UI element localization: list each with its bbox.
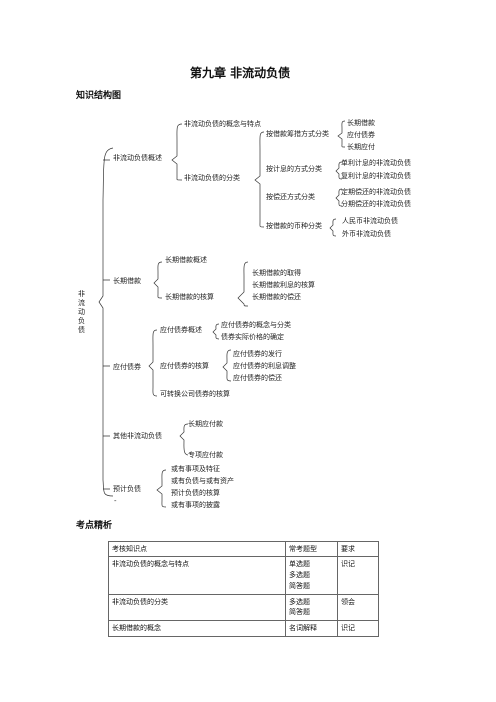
brace-loan-accounting [237, 261, 249, 307]
connector [103, 159, 110, 490]
loan-accounting: 长期借款的核算 [165, 292, 214, 301]
brace-classify [254, 131, 265, 228]
section-heading-structure: 知识结构图 [76, 91, 122, 101]
loan-item: 长期借款利息的核算 [252, 280, 315, 289]
table-cell-types: 单选题 多选题 简答题 [285, 556, 338, 595]
bond-summary-item: 应付债券的概念与分类 [221, 320, 291, 329]
brace-loan [153, 261, 163, 299]
table-header: 常考题型 [285, 541, 338, 557]
brace-by-repay [335, 188, 343, 207]
l1-other-noncurrent: 其他非流动负债 [113, 431, 162, 440]
bond-summary-item: 债券实际价格的确定 [221, 332, 284, 341]
brace-by-currency [329, 218, 337, 237]
tree-root: 非流动负债 [78, 289, 85, 334]
table-row: 长期借款的概念 名词解释 识记 [108, 620, 379, 638]
table-cell-req: 识记 [337, 556, 379, 595]
overview-concept: 非流动负债的概念与特点 [184, 119, 261, 128]
chapter-title: 第九章 非流动负债 [190, 66, 291, 80]
table-header: 要求 [337, 541, 379, 557]
brace-bond-summary [212, 323, 220, 340]
l1-provision: 预计负债 [113, 484, 141, 493]
table-cell-point: 长期借款的概念 [108, 620, 286, 638]
by-repay-item: 定期偿还的非流动负债 [341, 187, 411, 196]
table-row: 非流动负债的分类 多选题 简答题 领会 [108, 593, 379, 622]
bond-accounting-item: 应付债券的发行 [233, 349, 282, 358]
table-cell-types: 名词解释 [285, 620, 338, 638]
by-source-item: 长期应付 [347, 142, 375, 151]
by-currency-item: 人民币非流动负债 [342, 216, 398, 225]
stray-mark: - [114, 497, 117, 505]
brace-by-source [337, 120, 346, 148]
by-interest-item: 复利计息的非流动负债 [341, 171, 411, 180]
by-repay-item: 分期偿还的非流动负债 [341, 199, 411, 208]
table-header: 考核知识点 [108, 541, 286, 557]
brace-bond [148, 329, 158, 397]
by-repay: 按偿还方式分类 [266, 192, 315, 201]
overview-classify: 非流动负债的分类 [184, 173, 240, 182]
l1-overview: 非流动负债概述 [113, 153, 162, 162]
loan-item: 长期借款的偿还 [252, 292, 301, 301]
bond-summary: 应付债券概述 [160, 325, 202, 334]
by-interest: 按计息的方式分类 [266, 164, 322, 173]
brace-by-interest [335, 161, 343, 180]
provision-item: 预计负债的核算 [171, 488, 220, 497]
table-cell-req: 识记 [337, 620, 379, 638]
brace-overview [171, 123, 183, 181]
table-cell-types: 多选题 简答题 [285, 593, 338, 622]
bond-accounting: 应付债券的核算 [160, 361, 209, 370]
by-currency: 按借款的币种分类 [266, 221, 322, 230]
by-source: 按借款筹措方式分类 [266, 129, 329, 138]
loan-item: 长期借款的取得 [252, 268, 301, 277]
by-source-item: 应付债券 [347, 130, 375, 139]
table-cell-req: 领会 [337, 593, 379, 622]
bond-accounting-item: 应付债券的利息调整 [233, 361, 296, 370]
brace-bond-accounting [222, 349, 232, 382]
brace-root [98, 147, 114, 497]
table-row: 非流动负债的概念与特点 单选题 多选题 简答题 识记 [108, 556, 379, 595]
table-cell-point: 非流动负债的分类 [108, 593, 286, 622]
knowledge-structure-tree: 非流动负债 非流动负债概述 长期借款 应付债券 其他非流动负债 预计负债 - 非… [78, 118, 411, 509]
l1-long-term-loan: 长期借款 [113, 276, 141, 285]
brace-provision [156, 469, 167, 508]
table-cell-point: 非流动负债的概念与特点 [108, 556, 286, 595]
section-heading-points: 考点精析 [76, 521, 113, 531]
by-source-item: 长期借款 [347, 118, 375, 127]
brace-other [179, 423, 189, 456]
provision-item: 或有负债与或有资产 [171, 476, 234, 485]
bond-convertible: 可转换公司债券的核算 [160, 389, 230, 398]
provision-item: 或有事项的披露 [171, 500, 220, 509]
by-currency-item: 外币非流动负债 [342, 229, 391, 238]
l1-bonds-payable: 应付债券 [113, 362, 141, 371]
exam-points-table: 考核知识点 常考题型 要求 非流动负债的概念与特点 单选题 多选题 简答题 识记… [108, 541, 379, 638]
table-header-row: 考核知识点 常考题型 要求 [108, 541, 379, 557]
bond-accounting-item: 应付债券的偿还 [233, 373, 282, 382]
other-item: 长期应付款 [188, 419, 223, 428]
loan-summary: 长期借款概述 [165, 255, 207, 264]
provision-item: 或有事项及特征 [171, 464, 220, 473]
other-item: 专项应付款 [188, 450, 223, 459]
by-interest-item: 单利计息的非流动负债 [341, 158, 411, 167]
